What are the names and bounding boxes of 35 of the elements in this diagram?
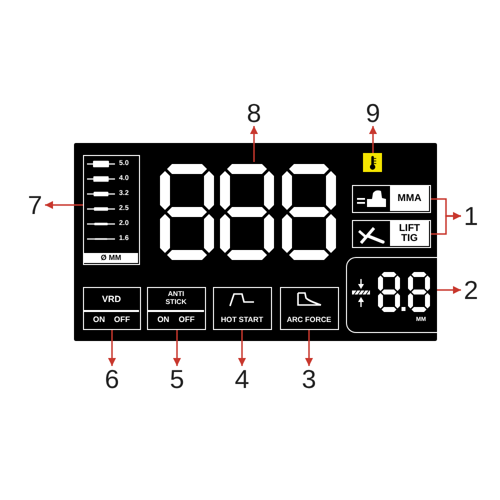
leader-line [437,286,461,294]
electrode-size-scale [83,155,140,265]
state-label: OFF [178,315,195,324]
callout-number: 4 [232,366,252,392]
thermometer-icon [363,153,382,172]
arc-length-display [346,257,437,333]
mode-indicator [352,185,431,213]
callout-number: 5 [167,366,187,392]
callout-number: 3 [299,366,319,392]
callout-number: 6 [102,366,122,392]
state-label: ON [157,315,170,324]
callout-number: 1 [461,203,481,229]
callout-number: 9 [363,100,383,126]
leader-line [250,126,258,162]
leader-line [369,126,377,153]
leader-line [238,330,246,366]
function-indicator [213,287,272,330]
state-label: ON [93,315,105,324]
function-label: VRD [102,294,121,304]
leader-line [45,201,83,209]
lcd-panel [74,143,437,341]
leader-line [431,212,461,235]
callout-number: 8 [244,100,264,126]
function-indicator [147,287,206,330]
mode-indicator [352,220,431,248]
mode-label: MMA [390,186,429,211]
mode-label: LIFT TIG [390,221,429,246]
callout-number: 7 [25,192,45,218]
leader-line [173,330,181,366]
state-label: OFF [114,315,130,324]
callout-number: 2 [461,277,481,303]
function-indicator [83,287,141,330]
function-indicator [280,287,339,330]
leader-line [305,330,313,366]
leader-line [108,330,116,366]
